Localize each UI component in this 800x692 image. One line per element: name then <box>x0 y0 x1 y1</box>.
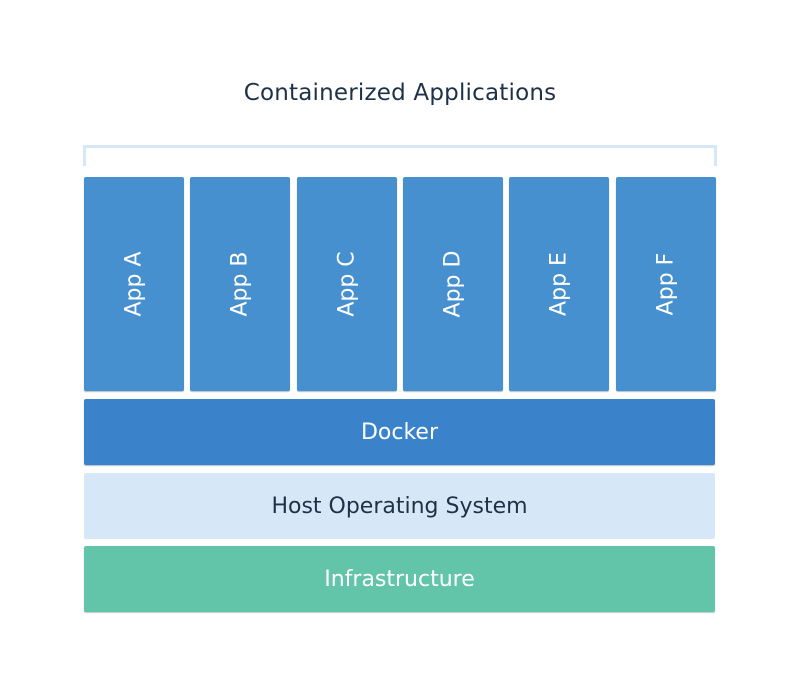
app-label: App B <box>227 251 253 317</box>
app-label: App F <box>653 252 679 316</box>
app-block-b: App B <box>190 177 290 391</box>
infrastructure-layer: Infrastructure <box>84 546 715 612</box>
apps-bracket <box>83 145 717 166</box>
app-block-c: App C <box>297 177 397 391</box>
apps-row: App A App B App C App D App E App F <box>84 177 716 391</box>
app-label: App D <box>440 250 466 318</box>
docker-layer: Docker <box>84 399 715 465</box>
docker-layer-label: Docker <box>360 419 439 445</box>
app-block-d: App D <box>403 177 503 391</box>
app-block-a: App A <box>84 177 184 391</box>
infrastructure-layer-label: Infrastructure <box>324 566 475 592</box>
diagram-title: Containerized Applications <box>243 80 557 106</box>
app-block-e: App E <box>509 177 609 391</box>
app-label: App C <box>334 251 360 317</box>
host-os-layer-label: Host Operating System <box>271 493 528 519</box>
app-label: App E <box>546 252 572 316</box>
app-block-f: App F <box>616 177 716 391</box>
host-os-layer: Host Operating System <box>84 473 715 539</box>
app-label: App A <box>121 251 147 317</box>
